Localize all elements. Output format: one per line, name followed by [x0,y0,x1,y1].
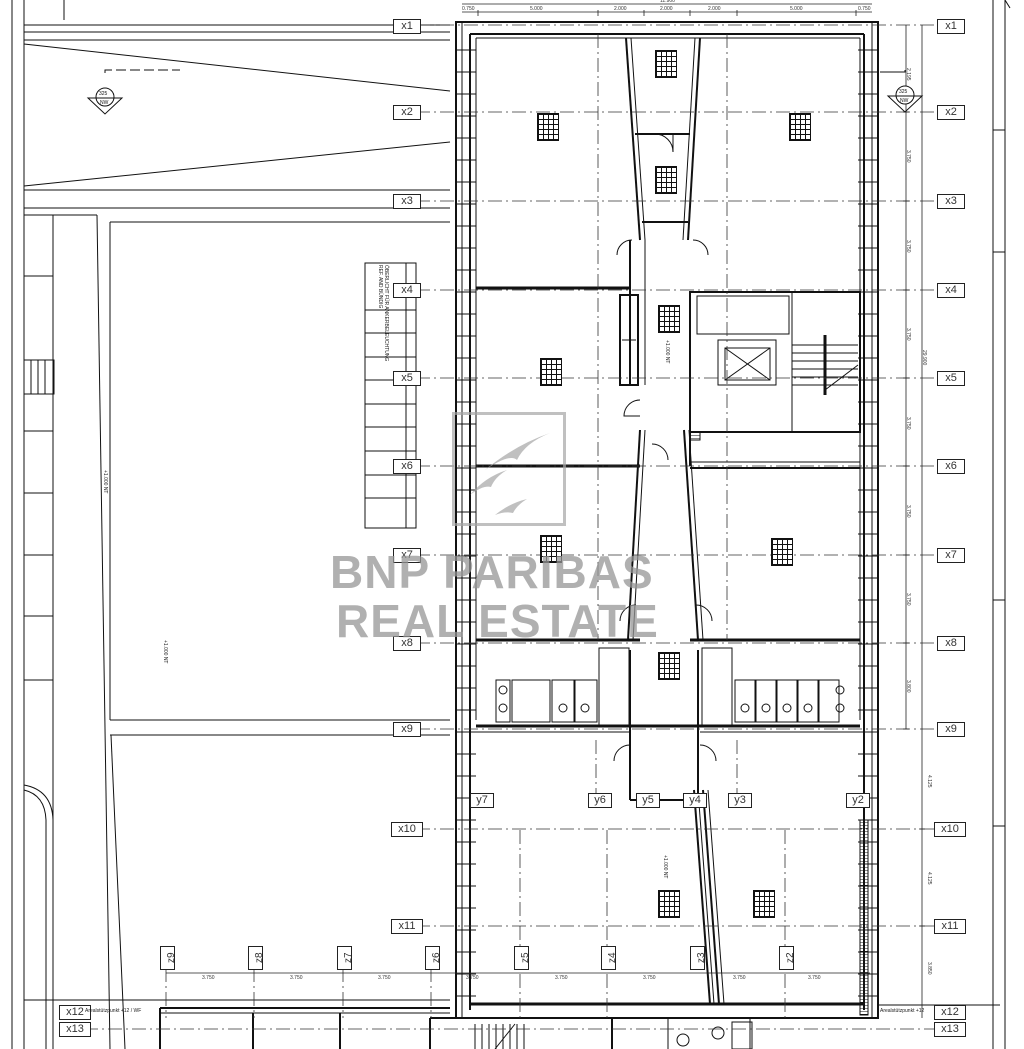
dim-top-segment: 2.000 [614,6,627,12]
room-tag [771,538,793,566]
dim-bottom-segment: 3.750 [202,975,215,981]
grid-label-y2: y2 [846,793,870,808]
section-marker-top-label: 325 [99,91,108,97]
grid-label-x1-right: x1 [937,19,965,34]
dim-bottom-segment: 3.750 [808,975,821,981]
grid-label-x12-right: x12 [934,1005,966,1020]
dim-top-segment: 0.750 [462,6,475,12]
grid-label-x4-left: x4 [393,283,421,298]
grid-label-x13-right: x13 [934,1022,966,1037]
grid-label-x8-left: x8 [393,636,421,651]
dim-right-segment: 3.750 [905,240,911,253]
room-tag [753,890,775,918]
level-mark: +1.000 NT [162,640,168,664]
dim-bottom-segment: 3.750 [466,975,479,981]
svg-text:325: 325 [899,89,908,95]
dim-bottom-segment: 3.750 [555,975,568,981]
grid-label-x7-right: x7 [937,548,965,563]
grid-label-x13-left: x13 [59,1022,91,1037]
grid-label-z7: z7 [337,946,354,970]
grid-label-x4-right: x4 [937,283,965,298]
grid-label-z8: z8 [248,946,265,970]
dim-right-segment: 3.800 [905,680,911,693]
dim-right-segment: 4.125 [926,872,932,885]
skylight-note: ÖBERLICHT FÜR ANKERBELEUCHTUNG REF. AND … [377,265,389,362]
dim-right-segment: 2.195 [905,68,911,81]
grid-label-x5-left: x5 [393,371,421,386]
grid-label-y5: y5 [636,793,660,808]
grid-label-y7: y7 [470,793,494,808]
grid-label-x6-left: x6 [393,459,421,474]
dim-top-segment: 2.000 [660,6,673,12]
grid-label-x1-left: x1 [393,19,421,34]
grid-label-z3: z3 [690,946,707,970]
dim-right-segment: 3.750 [905,328,911,341]
level-mark: +1.000 NT [662,855,668,879]
room-tag [658,305,680,333]
grid-label-x9-left: x9 [393,722,421,737]
room-tag [655,50,677,78]
grid-label-x7-left: x7 [393,548,421,563]
dim-top-segment: 2.000 [708,6,721,12]
level-mark: +1.000 NT [664,340,670,364]
grid-label-y3: y3 [728,793,752,808]
dim-right-segment: 3.750 [905,593,911,606]
dim-bottom-segment: 3.750 [733,975,746,981]
level-mark: +1.000 NT [102,470,108,494]
grid-label-x5-right: x5 [937,371,965,386]
grid-label-x2-left: x2 [393,105,421,120]
grid-label-z2: z2 [779,946,796,970]
svg-text:NW: NW [900,98,909,104]
grid-label-y6: y6 [588,793,612,808]
grid-label-z5: z5 [514,946,531,970]
grid-label-x3-left: x3 [393,194,421,209]
grid-label-x10-left: x10 [391,822,423,837]
room-tag [789,113,811,141]
boundary-label-left: Arealstützpunkt +12 / WF [85,1008,142,1014]
svg-text:NW: NW [100,100,109,106]
dim-top-segment: 5.000 [790,6,803,12]
grid-label-x8-right: x8 [937,636,965,651]
room-tag [655,166,677,194]
dim-right-segment: 4.125 [926,775,932,788]
room-tag [537,113,559,141]
dim-right-segment: 3.750 [905,417,911,430]
grid-label-x9-right: x9 [937,722,965,737]
grid-label-x11-right: x11 [934,919,966,934]
room-tag [540,358,562,386]
grid-label-y4: y4 [683,793,707,808]
dim-overall-top: 11.900 [660,0,675,4]
dim-top-segment: 0.750 [858,6,871,12]
room-tag [658,890,680,918]
grid-label-x3-right: x3 [937,194,965,209]
dim-overall-right: 29.900 [921,350,927,366]
grid-label-x12-left: x12 [59,1005,91,1020]
grid-label-x11-left: x11 [391,919,423,934]
grid-label-z4: z4 [601,946,618,970]
grid-label-x6-right: x6 [937,459,965,474]
grid-label-z9: z9 [160,946,177,970]
room-tag [540,535,562,563]
dim-bottom-segment: 3.750 [378,975,391,981]
dim-right-segment: 3.850 [926,962,932,975]
room-tag [658,652,680,680]
dim-bottom-segment: 3.750 [290,975,303,981]
dim-right-segment: 3.750 [905,150,911,163]
grid-label-x10-right: x10 [934,822,966,837]
dim-top-segment: 5.000 [530,6,543,12]
grid-label-x2-right: x2 [937,105,965,120]
dim-right-segment: 3.750 [905,505,911,518]
grid-label-z6: z6 [425,946,442,970]
dim-bottom-segment: 3.750 [643,975,656,981]
boundary-label-right: Arealstützpunkt +12 [880,1008,925,1014]
